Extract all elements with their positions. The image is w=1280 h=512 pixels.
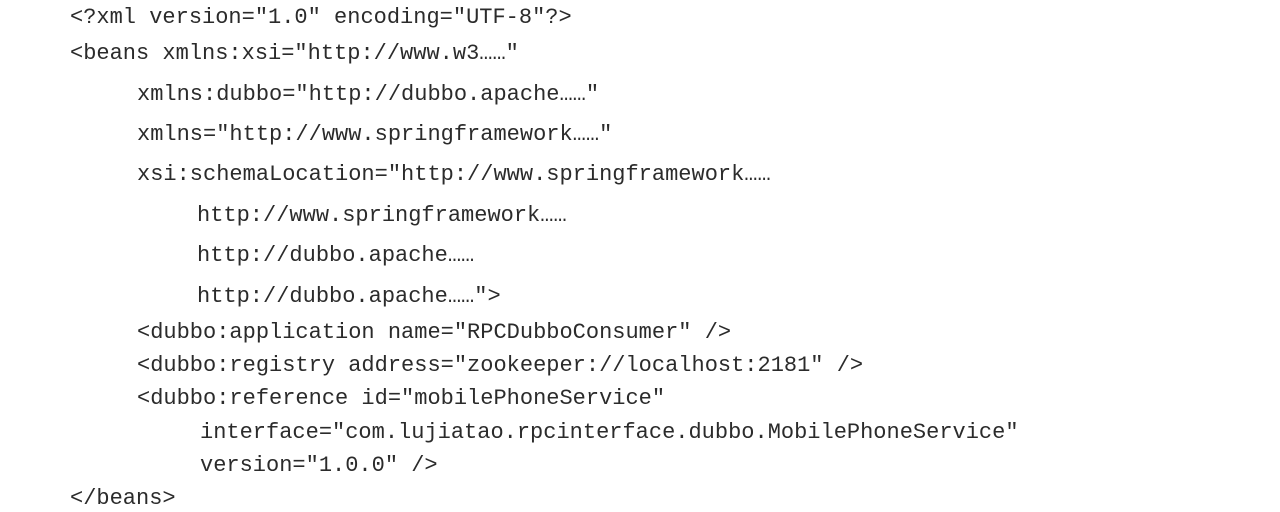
code-line-xmlns-dubbo: xmlns:dubbo="http://dubbo.apache……" bbox=[137, 82, 600, 107]
code-line-beans-open: <beans xmlns:xsi="http://www.w3……" bbox=[70, 41, 519, 66]
code-line-interface: interface="com.lujiatao.rpcinterface.dub… bbox=[200, 420, 1019, 445]
code-line-schema-location: xsi:schemaLocation="http://www.springfra… bbox=[137, 162, 771, 187]
code-line-beans-close: </beans> bbox=[70, 486, 176, 511]
code-line-schema-url-2: http://dubbo.apache…… bbox=[197, 243, 475, 268]
code-line-xmlns: xmlns="http://www.springframework……" bbox=[137, 122, 613, 147]
code-line-schema-url-3: http://dubbo.apache……"> bbox=[197, 284, 501, 309]
code-line-xml-declaration: <?xml version="1.0" encoding="UTF-8"?> bbox=[70, 5, 572, 30]
code-line-schema-url-1: http://www.springframework…… bbox=[197, 203, 567, 228]
code-line-version: version="1.0.0" /> bbox=[200, 453, 438, 478]
code-line-dubbo-registry: <dubbo:registry address="zookeeper://loc… bbox=[137, 353, 864, 378]
code-line-dubbo-application: <dubbo:application name="RPCDubboConsume… bbox=[137, 320, 732, 345]
code-line-dubbo-reference: <dubbo:reference id="mobilePhoneService" bbox=[137, 386, 666, 411]
